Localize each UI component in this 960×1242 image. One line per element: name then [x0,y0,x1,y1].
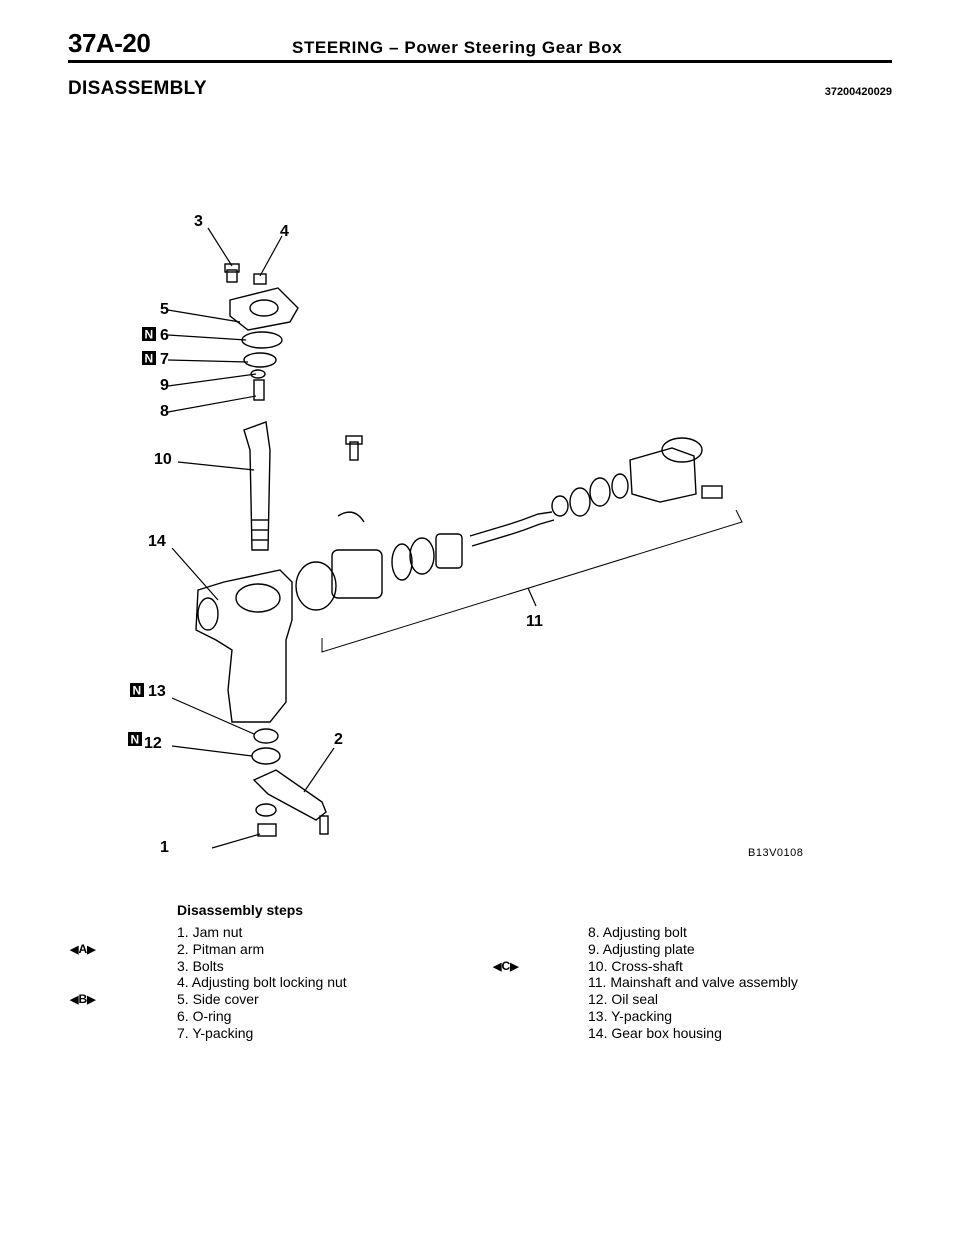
callout-12: 12 [144,735,162,752]
piston-part [331,549,383,599]
side-cover-part [229,287,299,331]
badge-7: N [145,352,154,366]
adjusting-plate-part [250,369,266,379]
step-item: 3. Bolts [177,957,224,974]
badge-13: N [133,684,142,698]
left-triangle-icon: ◀ [493,961,502,973]
section-code: 37200420029 [824,86,892,98]
callout-13: 13 [148,683,166,700]
step-item: 5. Side cover [177,991,259,1008]
oil-seal-part [251,747,281,765]
step-item: 11. Mainshaft and valve assembly [588,974,798,991]
step-item: 2. Pitman arm [177,940,265,957]
callout-6: 6 [160,327,169,344]
callout-5: 5 [160,301,169,318]
adjusting-bolt-part [253,379,265,401]
step-item: 10. Cross-shaft [588,957,683,974]
left-triangle-icon: ◀ [70,944,79,956]
badge-6: N [145,328,154,342]
y-packing-lower-part [253,728,279,744]
figure-code: B13V0108 [748,847,803,859]
locking-nut-part [253,273,267,285]
callout-10: 10 [154,451,172,468]
jam-nut-part [257,823,277,837]
exploded-view-drawing: 1 2 3 4 5 6 7 9 8 10 11 12 13 14 N N N N… [128,213,803,859]
right-triangle-icon: ▶ [87,944,96,956]
new-part-badges: N N N N [128,327,156,747]
pitman-arm-part [252,769,327,821]
cross-shaft-part [243,421,271,551]
step-item: 14. Gear box housing [588,1024,722,1041]
step-item: 4. Adjusting bolt locking nut [177,974,347,991]
callout-8: 8 [160,403,169,420]
step-item: 1. Jam nut [177,924,243,940]
mainshaft-part [469,511,553,537]
callout-11: 11 [526,613,543,630]
step-item: 9. Adjusting plate [588,940,695,957]
step-item: 6. O-ring [177,1007,232,1024]
callout-9: 9 [160,377,169,394]
bracket-line [321,509,743,653]
right-triangle-icon: ▶ [87,994,96,1006]
o-ring-part [241,331,283,349]
y-packing-part [243,352,277,368]
page-number: 37A-20 [68,28,151,58]
callout-7: 7 [160,351,169,368]
callout-4: 4 [280,223,289,240]
steps-list-left: 1. Jam nut 2. Pitman arm 3. Bolts 4. Adj… [177,924,347,1042]
gear-box-housing-part [195,569,293,723]
service-point-marker-c: ◀C▶ [493,959,519,973]
steps-list-right: 8. Adjusting bolt 9. Adjusting plate 10.… [588,924,798,1042]
step-item: 12. Oil seal [588,991,659,1008]
step-item: 13. Y-packing [588,1007,673,1024]
valve-housing-part [629,447,697,503]
callout-14: 14 [148,533,166,550]
right-triangle-icon: ▶ [510,961,519,973]
service-point-marker-a: ◀A▶ [70,942,96,956]
service-point-marker-b: ◀B▶ [70,992,96,1006]
callout-1: 1 [160,839,169,856]
callout-3: 3 [194,213,203,230]
header-rule [68,60,892,63]
page-title: STEERING – Power Steering Gear Box [292,38,623,57]
step-item: 7. Y-packing [177,1024,254,1041]
mainshaft-ring-part [295,561,337,611]
badge-12: N [131,733,140,747]
exploded-view-diagram: 1 2 3 4 5 6 7 9 8 10 11 12 13 14 N N N N… [120,190,840,870]
page-header: 37A-20 STEERING – Power Steering Gear Bo… [68,24,892,64]
steps-heading: Disassembly steps [177,902,304,918]
bolt-part [226,269,238,283]
callout-2: 2 [334,731,343,748]
bolt-head [224,263,240,273]
step-item: 8. Adjusting bolt [588,924,687,940]
left-triangle-icon: ◀ [70,994,79,1006]
section-title: DISASSEMBLY [68,78,207,99]
